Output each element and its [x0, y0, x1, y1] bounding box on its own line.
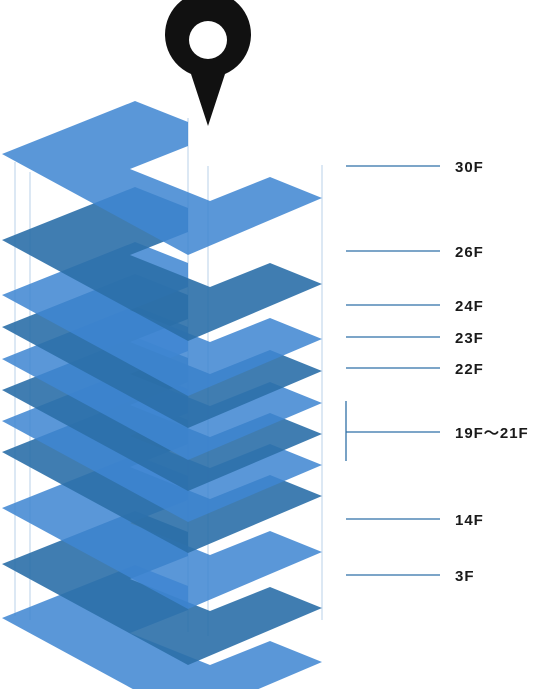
- map-pin-icon: [165, 0, 251, 126]
- floor-label-2: 24F: [455, 298, 484, 315]
- floor-label-6: 14F: [455, 512, 484, 529]
- floor-labels: 30F 26F 24F 23F 22F 19F〜21F 14F 3F: [455, 159, 529, 585]
- floor-label-0: 30F: [455, 159, 484, 176]
- floor-slabs: [2, 101, 322, 689]
- floor-slab-0: [2, 101, 322, 255]
- floor-label-3: 23F: [455, 330, 484, 347]
- floor-slab-1: [2, 187, 322, 341]
- floor-label-4: 22F: [455, 361, 484, 378]
- floor-label-5: 19F〜21F: [455, 425, 529, 442]
- floor-leader-lines: [345, 165, 440, 576]
- floor-label-1: 26F: [455, 244, 484, 261]
- floor-label-7: 3F: [455, 568, 475, 585]
